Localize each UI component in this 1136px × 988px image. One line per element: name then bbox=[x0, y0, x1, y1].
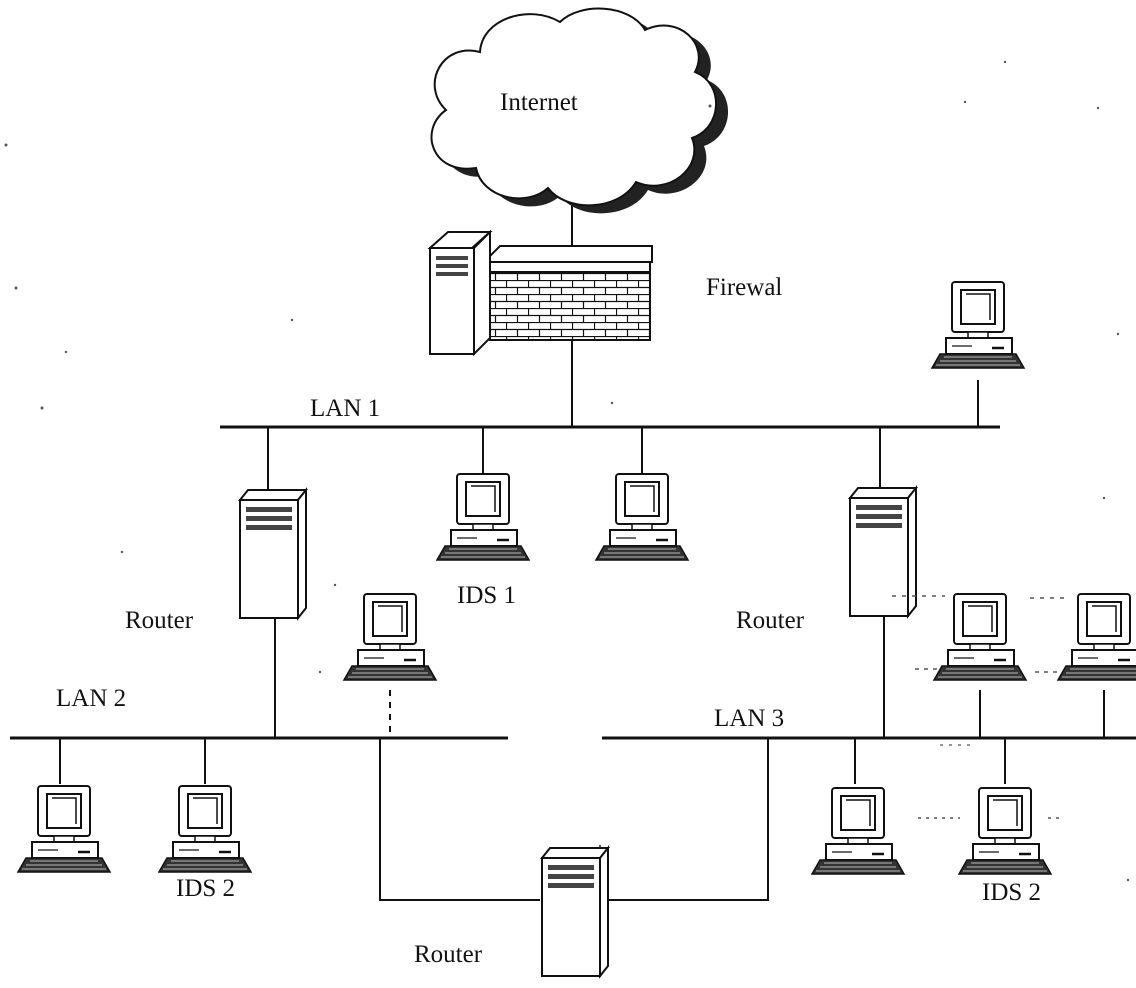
network-links bbox=[59, 195, 1105, 901]
router-left bbox=[239, 489, 307, 619]
router-right bbox=[849, 487, 917, 617]
workstation-ids2-right bbox=[957, 786, 1053, 876]
router-bottom bbox=[541, 847, 609, 977]
lan3-label: LAN 3 bbox=[714, 705, 785, 732]
ids1-label: IDS 1 bbox=[457, 582, 517, 609]
router-right-label: Router bbox=[736, 607, 805, 634]
workstation-lan1-top-right bbox=[930, 280, 1026, 370]
ids2-right-label: IDS 2 bbox=[982, 879, 1042, 906]
firewall bbox=[427, 229, 653, 357]
workstation-lan3-lower-left bbox=[810, 786, 906, 876]
workstation-lan1-center bbox=[594, 472, 690, 562]
lan1-label: LAN 1 bbox=[310, 395, 381, 422]
workstation-lan2-left bbox=[16, 784, 112, 874]
lan2-label: LAN 2 bbox=[56, 685, 127, 712]
ids2-left-label: IDS 2 bbox=[176, 875, 236, 902]
workstation-lan2-upper bbox=[342, 592, 438, 682]
scan-specks bbox=[4, 60, 1130, 882]
workstation-ids2-left bbox=[157, 784, 253, 874]
workstation-lan3-upper-left bbox=[932, 592, 1028, 682]
router-bottom-label: Router bbox=[414, 941, 483, 968]
router-left-label: Router bbox=[125, 607, 194, 634]
internet-cloud bbox=[430, 7, 729, 214]
workstation-lan3-upper-right bbox=[1056, 592, 1136, 682]
internet-label: Internet bbox=[500, 89, 578, 116]
workstation-ids1 bbox=[435, 472, 531, 562]
firewall-label: Firewal bbox=[706, 274, 783, 301]
